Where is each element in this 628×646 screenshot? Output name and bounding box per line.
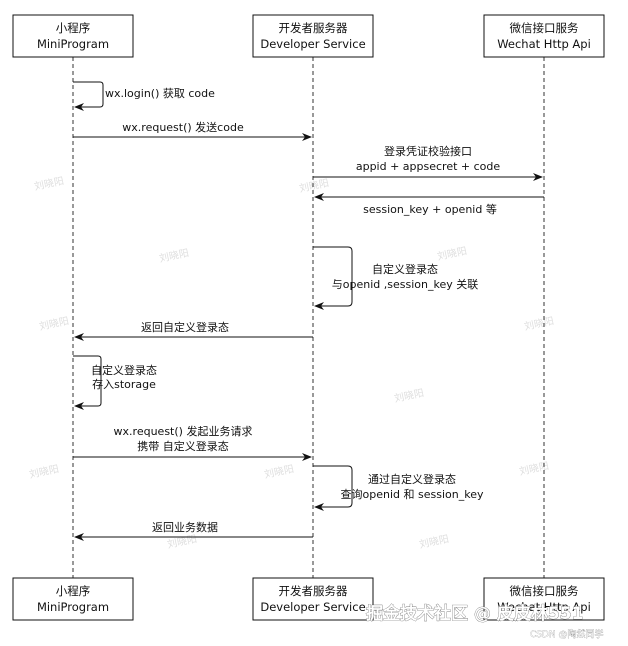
participant-name-en: Developer Service: [260, 600, 365, 614]
participant-box-miniprogram-top: 小程序 MiniProgram: [12, 14, 134, 58]
watermark: 刘晓阳: [28, 463, 60, 481]
watermark: 刘晓阳: [33, 175, 65, 193]
message-label-biz-request-line2: 携带 自定义登录态: [137, 439, 229, 453]
participant-name-en: MiniProgram: [37, 37, 109, 51]
message-label-session-return: session_key + openid 等: [363, 202, 497, 216]
message-label-biz-request-line1: wx.request() 发起业务请求: [114, 424, 253, 438]
watermark: 刘晓阳: [298, 177, 330, 195]
message-label-return-state: 返回自定义登录态: [141, 320, 229, 334]
participant-name-en: Wechat Http Api: [497, 600, 591, 614]
watermark: 刘晓阳: [523, 315, 555, 333]
participant-name-cn: 小程序: [56, 584, 91, 598]
self-loop-login-arrow: [73, 81, 104, 111]
message-label-store-line2: 存入storage: [92, 377, 156, 391]
participant-box-miniprogram-bottom: 小程序 MiniProgram: [12, 577, 134, 621]
participant-name-en: Developer Service: [260, 37, 365, 51]
participant-name-cn: 开发者服务器: [279, 584, 348, 598]
watermark: 刘晓阳: [393, 387, 425, 405]
participant-box-wechat-api-bottom: 微信接口服务 Wechat Http Api: [483, 577, 605, 621]
brand-watermark: 掘金技术社区 @ 皮皮林551: [366, 603, 583, 624]
participant-name-cn: 微信接口服务: [510, 21, 579, 35]
watermark: 刘晓阳: [436, 245, 468, 263]
self-loop-store-arrow: [73, 355, 102, 410]
message-label-custom-state-line1: 自定义登录态: [372, 262, 438, 276]
message-label-query-line1: 通过自定义登录态: [368, 472, 456, 486]
participant-name-cn: 小程序: [56, 21, 91, 35]
participant-box-developer-service-top: 开发者服务器 Developer Service: [252, 14, 374, 58]
participant-box-wechat-api-top: 微信接口服务 Wechat Http Api: [483, 14, 605, 58]
message-label-verify-line1: 登录凭证校验接口: [384, 144, 472, 158]
participant-name-cn: 开发者服务器: [279, 21, 348, 35]
watermark: 刘晓阳: [158, 247, 190, 265]
message-label-send-code: wx.request() 发送code: [122, 120, 244, 134]
lifelines: [72, 57, 545, 578]
self-loop-custom-state-arrow: [313, 246, 353, 310]
self-loop-query-arrow: [313, 465, 353, 511]
message-label-store-line1: 自定义登录态: [91, 363, 157, 377]
message-label-login: wx.login() 获取 code: [105, 87, 215, 100]
message-label-verify-line2: appid + appsecret + code: [356, 160, 501, 173]
watermark: 刘晓阳: [38, 315, 70, 333]
watermark: 刘晓阳: [518, 460, 550, 478]
watermark: 刘晓阳: [418, 533, 450, 551]
message-label-query-line2: 查询openid 和 session_key: [341, 487, 484, 501]
footer-overlay: 掘金技术社区 @ 皮皮林551 CSDN @陶然同学: [366, 603, 604, 641]
message-label-biz-return: 返回业务数据: [152, 520, 218, 534]
participant-box-developer-service-bottom: 开发者服务器 Developer Service: [252, 577, 374, 621]
participant-name-cn: 微信接口服务: [510, 584, 579, 598]
participant-name-en: Wechat Http Api: [497, 37, 591, 51]
watermark: 刘晓阳: [263, 463, 295, 481]
message-label-custom-state-line2: 与openid ,session_key 关联: [332, 277, 478, 291]
watermark: 刘晓阳: [166, 533, 198, 551]
participant-name-en: MiniProgram: [37, 600, 109, 614]
csdn-credit: CSDN @陶然同学: [530, 628, 604, 640]
